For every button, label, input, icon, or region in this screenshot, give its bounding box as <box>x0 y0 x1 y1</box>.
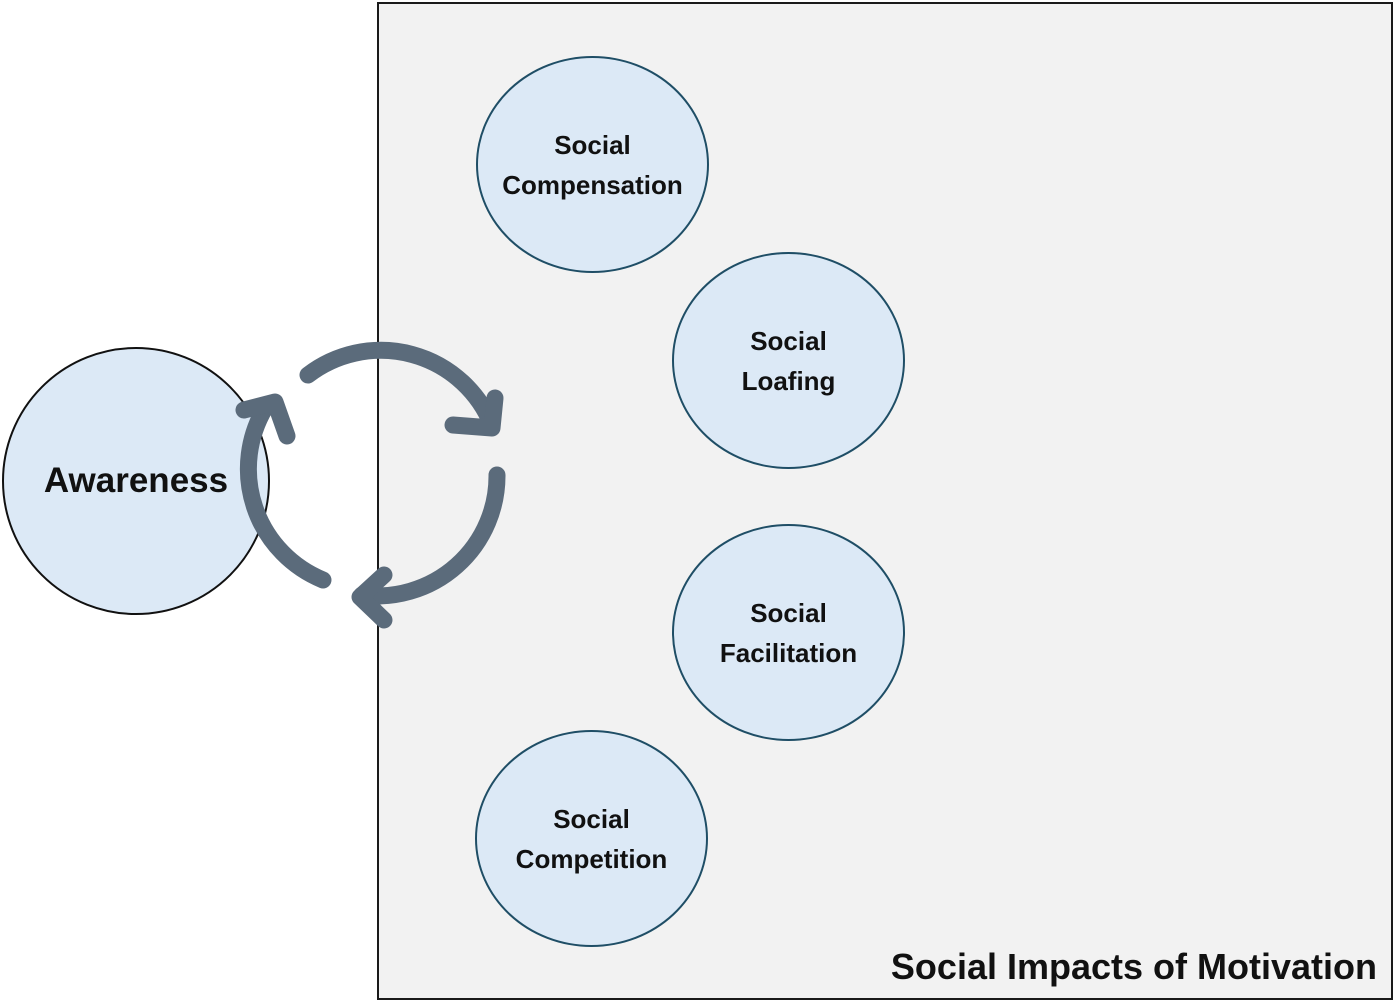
social-loafing-node: Social Loafing <box>672 252 905 469</box>
social-competition-node: Social Competition <box>475 730 708 947</box>
social-facilitation-label: Social Facilitation <box>719 597 858 668</box>
awareness-label: Awareness <box>43 461 229 500</box>
social-facilitation-node: Social Facilitation <box>672 524 905 741</box>
social-loafing-label: Social Loafing <box>741 325 836 396</box>
social-competition-label: Social Competition <box>515 803 668 874</box>
awareness-node: Awareness <box>2 347 270 615</box>
panel-title: Social Impacts of Motivation <box>890 946 1377 987</box>
social-compensation-node: Social Compensation <box>476 56 709 273</box>
social-compensation-label: Social Compensation <box>502 129 683 200</box>
